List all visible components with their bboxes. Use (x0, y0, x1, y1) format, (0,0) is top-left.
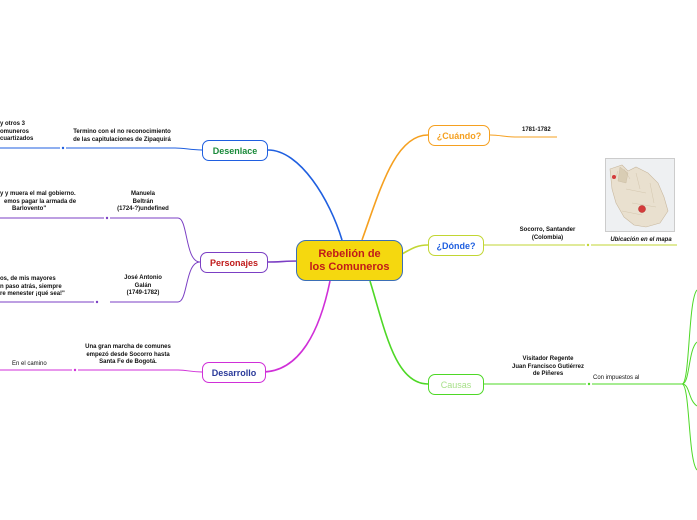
branch-cuando[interactable]: ¿Cuándo? (428, 125, 490, 146)
desarrollo-line1: Una gran marcha de comunes (85, 344, 171, 350)
quote-galan-line2: n paso atrás, siempre (0, 283, 62, 290)
galan-line3: (1749-1782) (126, 290, 160, 296)
quote-manuela-line2: emos pagar la armada de (4, 198, 77, 205)
branch-desarrollo-label: Desarrollo (211, 367, 257, 378)
causas-person-line2: Juan Francisco Gutiérrez (511, 363, 585, 370)
causas-taxes-label: Con impuestos al (593, 375, 640, 381)
cuando-date-label: 1781-1782 (522, 127, 551, 133)
cuando-date[interactable]: 1781-1782 (522, 127, 562, 135)
causas-person-line1: Visitador Regente (522, 356, 574, 362)
personaje-galan[interactable]: José Antonio Galán (1749-1782) (108, 275, 178, 298)
manuela-line2: Beltrán (132, 198, 154, 205)
map-icon (606, 159, 674, 231)
central-topic[interactable]: Rebelión de los Comuneros (296, 240, 403, 281)
quote-galan-line3: re menester ¡qué sea!" (0, 291, 65, 297)
branch-causas[interactable]: Causas (428, 374, 484, 395)
desenlace-detail[interactable]: Termino con el no reconocimiento de las … (66, 129, 178, 144)
central-title-line2: los Comuneros (309, 260, 390, 273)
quote-galan[interactable]: os, de mis mayores n paso atrás, siempre… (0, 276, 94, 299)
branch-desenlace-label: Desenlace (212, 145, 258, 156)
link-causas (369, 280, 429, 385)
branch-donde[interactable]: ¿Dónde? (428, 235, 484, 256)
map-caption[interactable]: Ubicación en el mapa (605, 237, 677, 245)
galan-line1: José Antonio (124, 275, 162, 281)
link-desenlace (267, 149, 343, 241)
desenlace-cut-line2: omuneros (0, 128, 30, 135)
quote-galan-line1: os, de mis mayores (0, 276, 56, 282)
desenlace-detail-line1: Termino con el no reconocimiento (73, 129, 171, 135)
location-map-image[interactable] (605, 158, 675, 232)
desenlace-cut-text[interactable]: y otros 3 omuneros cuartizados (0, 121, 62, 144)
quote-manuela-line1: y y muera el mal gobierno. (0, 191, 76, 197)
quote-manuela-line3: Barlovento" (12, 206, 47, 212)
branch-personajes-label: Personajes (209, 257, 259, 268)
camino-label: En el camino (12, 361, 47, 367)
desarrollo-detail[interactable]: Una gran marcha de comunes empezó desde … (78, 344, 178, 367)
link-cuando (361, 134, 429, 241)
personaje-manuela[interactable]: Manuela Beltrán (1724-?)undefined (108, 191, 178, 214)
galan-line2: Galán (134, 282, 152, 289)
link-donde (399, 244, 429, 256)
donde-place-line1: Socorro, Santander (519, 227, 576, 233)
branch-desenlace[interactable]: Desenlace (202, 140, 268, 161)
manuela-line3: (1724-?)undefined (117, 206, 169, 212)
desenlace-detail-line2: de las capitulaciones de Zipaquirá (73, 136, 171, 143)
branch-desarrollo[interactable]: Desarrollo (202, 362, 266, 383)
branch-personajes[interactable]: Personajes (200, 252, 268, 273)
donde-place[interactable]: Socorro, Santander (Colombia) (510, 227, 585, 242)
desarrollo-camino[interactable]: En el camino (12, 361, 70, 369)
donde-place-line2: (Colombia) (531, 234, 564, 241)
quote-manuela[interactable]: y y muera el mal gobierno. emos pagar la… (0, 191, 104, 214)
branch-cuando-label: ¿Cuándo? (436, 130, 482, 141)
manuela-line1: Manuela (130, 191, 155, 197)
causas-person[interactable]: Visitador Regente Juan Francisco Gutiérr… (508, 356, 588, 379)
desarrollo-line3: Santa Fe de Bogotá. (99, 359, 157, 365)
branch-donde-label: ¿Dónde? (436, 240, 476, 251)
causas-taxes[interactable]: Con impuestos al (593, 375, 679, 383)
central-title-line1: Rebelión de (318, 247, 381, 260)
desenlace-cut-line1: y otros 3 (0, 121, 26, 127)
desarrollo-line2: empezó desde Socorro hasta (86, 351, 170, 358)
causas-person-line3: de Piñeres (532, 371, 564, 377)
map-caption-label: Ubicación en el mapa (610, 237, 672, 243)
link-desarrollo (261, 280, 331, 373)
branch-causas-label: Causas (440, 379, 472, 390)
desenlace-cut-line3: cuartizados (0, 136, 34, 142)
